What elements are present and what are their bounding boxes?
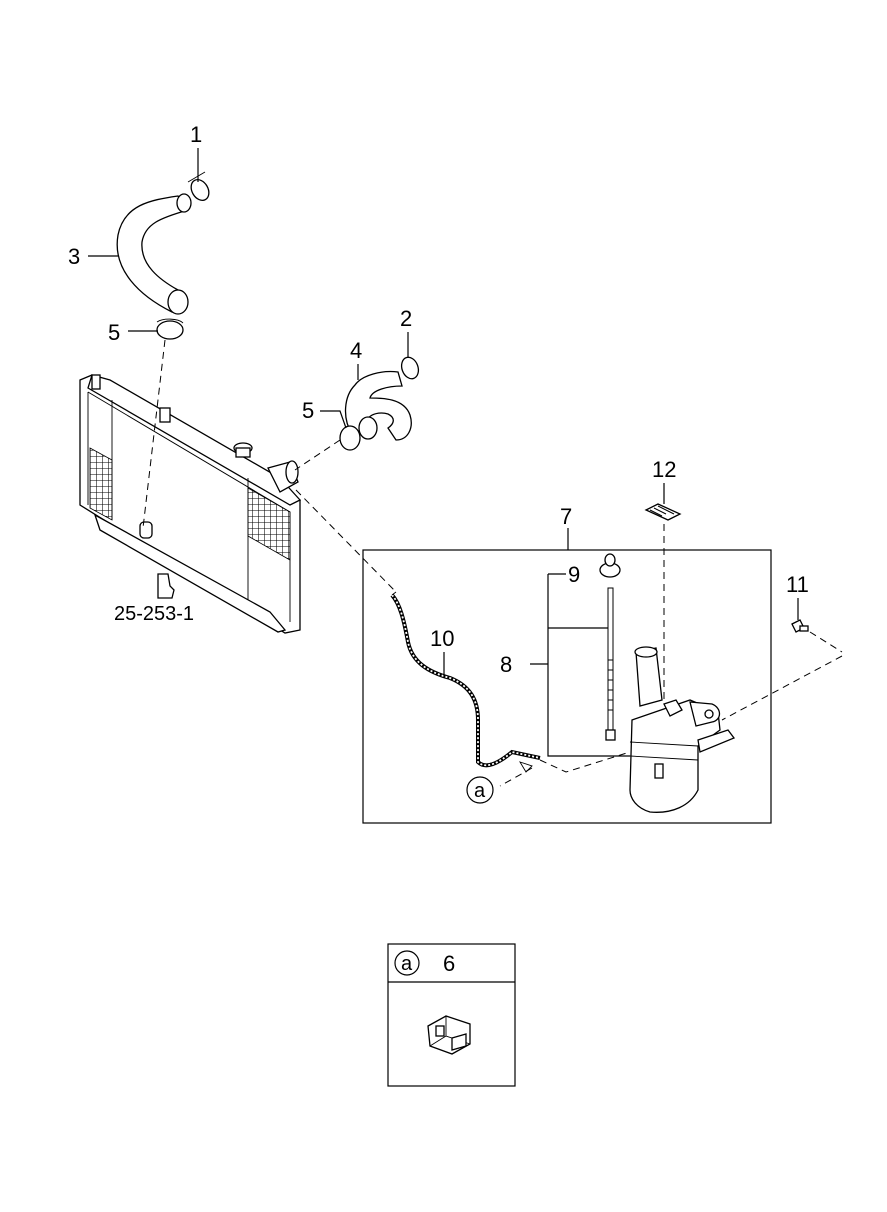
coolant-reservoir — [629, 646, 736, 813]
upper-hose — [116, 193, 192, 315]
callout-7: 7 — [560, 504, 572, 529]
detail-box: a 6 — [387, 943, 516, 1087]
callout-2: 2 — [400, 306, 412, 331]
level-gauge — [605, 587, 616, 741]
detail-marker-a: a — [401, 953, 413, 975]
callout-5-lower: 5 — [302, 398, 314, 423]
marker-a: a — [474, 780, 486, 802]
overflow-tube — [390, 591, 541, 768]
reservoir-cap — [599, 553, 621, 578]
callout-8: 8 — [500, 652, 512, 677]
callout-3: 3 — [68, 244, 80, 269]
bolt-11 — [791, 619, 809, 633]
clamp-2 — [400, 356, 420, 380]
callout-9: 9 — [568, 562, 580, 587]
lower-hose — [344, 370, 412, 441]
clip-12 — [644, 503, 682, 521]
detail-part-number: 6 — [443, 951, 455, 976]
clamp-1 — [187, 171, 210, 201]
callout-4: 4 — [350, 338, 362, 363]
callout-5-upper: 5 — [108, 320, 120, 345]
callout-10: 10 — [430, 626, 454, 651]
callout-11: 11 — [786, 572, 809, 597]
callout-1: 1 — [190, 122, 202, 147]
clamp-5-lower — [339, 425, 361, 451]
reservoir-assembly-box — [362, 549, 772, 824]
reference-radiator: 25-253-1 — [114, 603, 194, 625]
callout-12: 12 — [652, 457, 676, 482]
marker-a-circle — [466, 776, 494, 804]
radiator — [79, 374, 302, 634]
clamp-5-upper — [156, 318, 184, 340]
reference-hand-icon — [157, 573, 175, 599]
clip-6 — [427, 1015, 471, 1055]
